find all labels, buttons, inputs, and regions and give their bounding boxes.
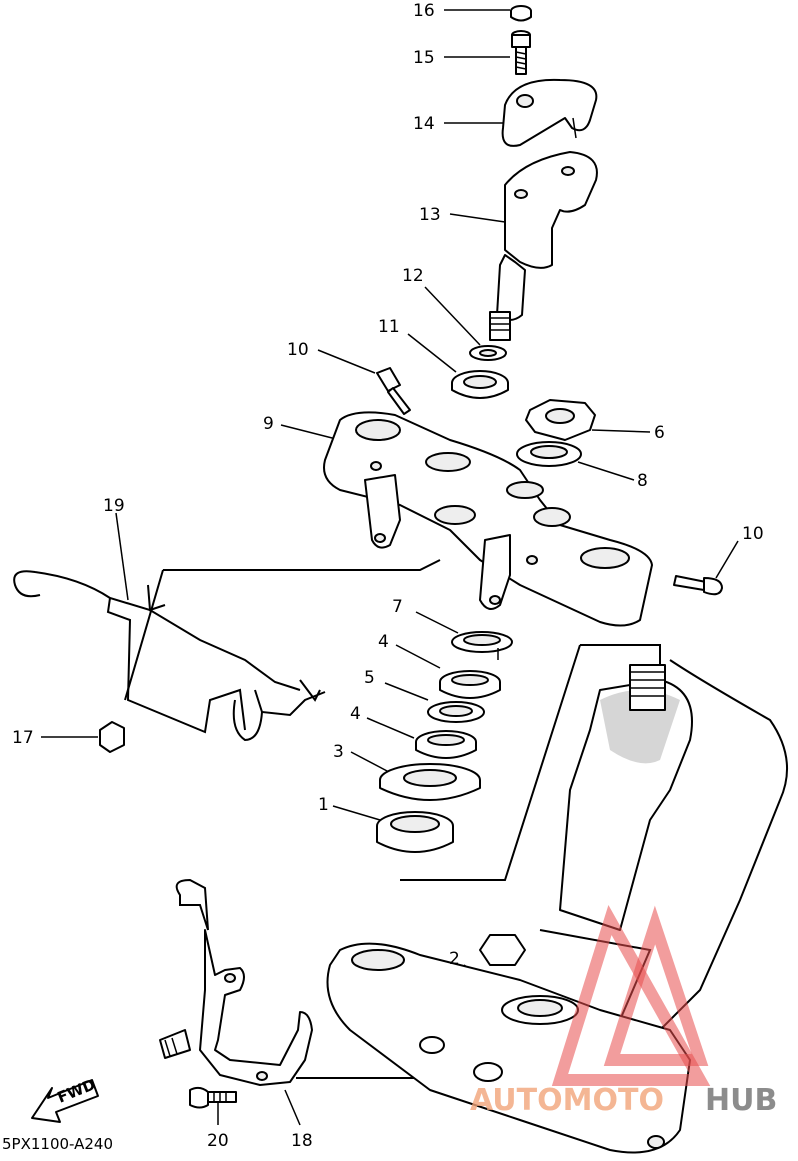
callout-5: 5 [364,668,375,688]
callout-1: 1 [318,795,329,815]
watermark-logo: AUTOMOTO HUB [470,904,777,1118]
part-15-hose-guide [13,570,326,742]
part-19-stay [159,878,313,1086]
part-20-bolt [189,1086,237,1109]
part-1-bearing [376,811,454,853]
part-13-holder [489,151,598,341]
diagram-code: 5PX1100-A240 [2,1135,113,1153]
part-8-washer [516,441,582,467]
callout-labels: 16 15 14 13 12 11 10 9 6 8 10 19 7 4 5 4… [12,1,764,1151]
callout-12: 12 [402,266,424,286]
part-14-cap-nut [99,721,125,753]
callout-17: 15 [413,48,435,68]
callout-2: 2 [449,949,460,969]
callout-4-lower: 4 [350,704,361,724]
part-16-upper-clamp [501,78,598,147]
lower-bracket [326,934,691,1154]
part-7-nut [525,399,596,441]
callout-19: 18 [291,1131,313,1151]
callout-3: 3 [333,742,344,762]
part-4-ring-nut-upper [439,670,501,699]
part-10-bolt-right [673,575,723,596]
part-4-ring-nut-lower [415,730,477,759]
callout-20: 20 [207,1131,229,1151]
steering-stem [539,659,789,1031]
callout-14: 17 [12,728,34,748]
callout-11: 11 [378,317,400,337]
fwd-arrow-icon: FWD [31,1075,99,1123]
callout-15: 19 [103,496,125,516]
watermark-text-part1: AUTOMOTO [470,1083,664,1118]
part-3-bearing-cover [379,763,481,801]
part-11-bushing [451,370,509,399]
callout-4-upper: 4 [378,632,389,652]
part-18-cap [510,5,532,22]
part-17-bolt [511,30,531,75]
callout-10-right: 10 [742,524,764,544]
callout-10-left: 10 [287,340,309,360]
callout-7: 6 [654,423,665,443]
callout-16: 14 [413,114,435,134]
part-6-lock-washer [451,631,513,660]
callout-13: 13 [419,205,441,225]
part-9-upper-bracket [323,411,653,627]
part-12-washer [469,345,507,361]
part-5-rubber-washer [427,701,485,723]
callout-18: 16 [413,1,435,21]
callout-6: 7 [392,597,403,617]
part-10-bolt-left [376,367,411,415]
callout-8: 8 [637,471,648,491]
callout-9: 9 [263,414,274,434]
watermark-text-part2: HUB [705,1083,777,1118]
